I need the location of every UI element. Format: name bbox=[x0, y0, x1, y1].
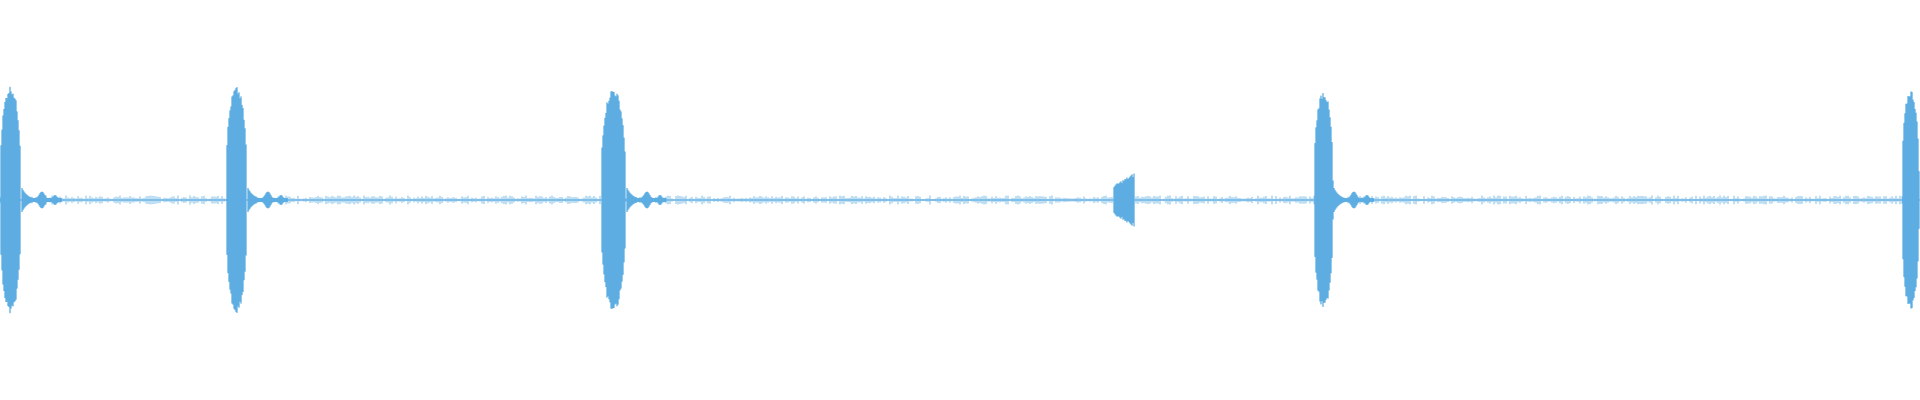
waveform-burst bbox=[1314, 93, 1374, 307]
waveform-burst bbox=[1902, 91, 1920, 309]
waveform-burst bbox=[0, 86, 62, 314]
waveform-burst bbox=[601, 91, 667, 309]
waveform-burst-path bbox=[226, 87, 288, 313]
waveform-burst bbox=[226, 87, 288, 313]
waveform-burst-path bbox=[601, 91, 667, 309]
waveform-burst-path bbox=[0, 86, 62, 314]
waveform-burst-path bbox=[1314, 93, 1374, 307]
waveform-burst-path bbox=[1113, 173, 1135, 227]
waveform-burst bbox=[1113, 173, 1135, 227]
waveform-layer bbox=[0, 86, 1920, 314]
waveform-burst-path bbox=[1902, 91, 1920, 309]
